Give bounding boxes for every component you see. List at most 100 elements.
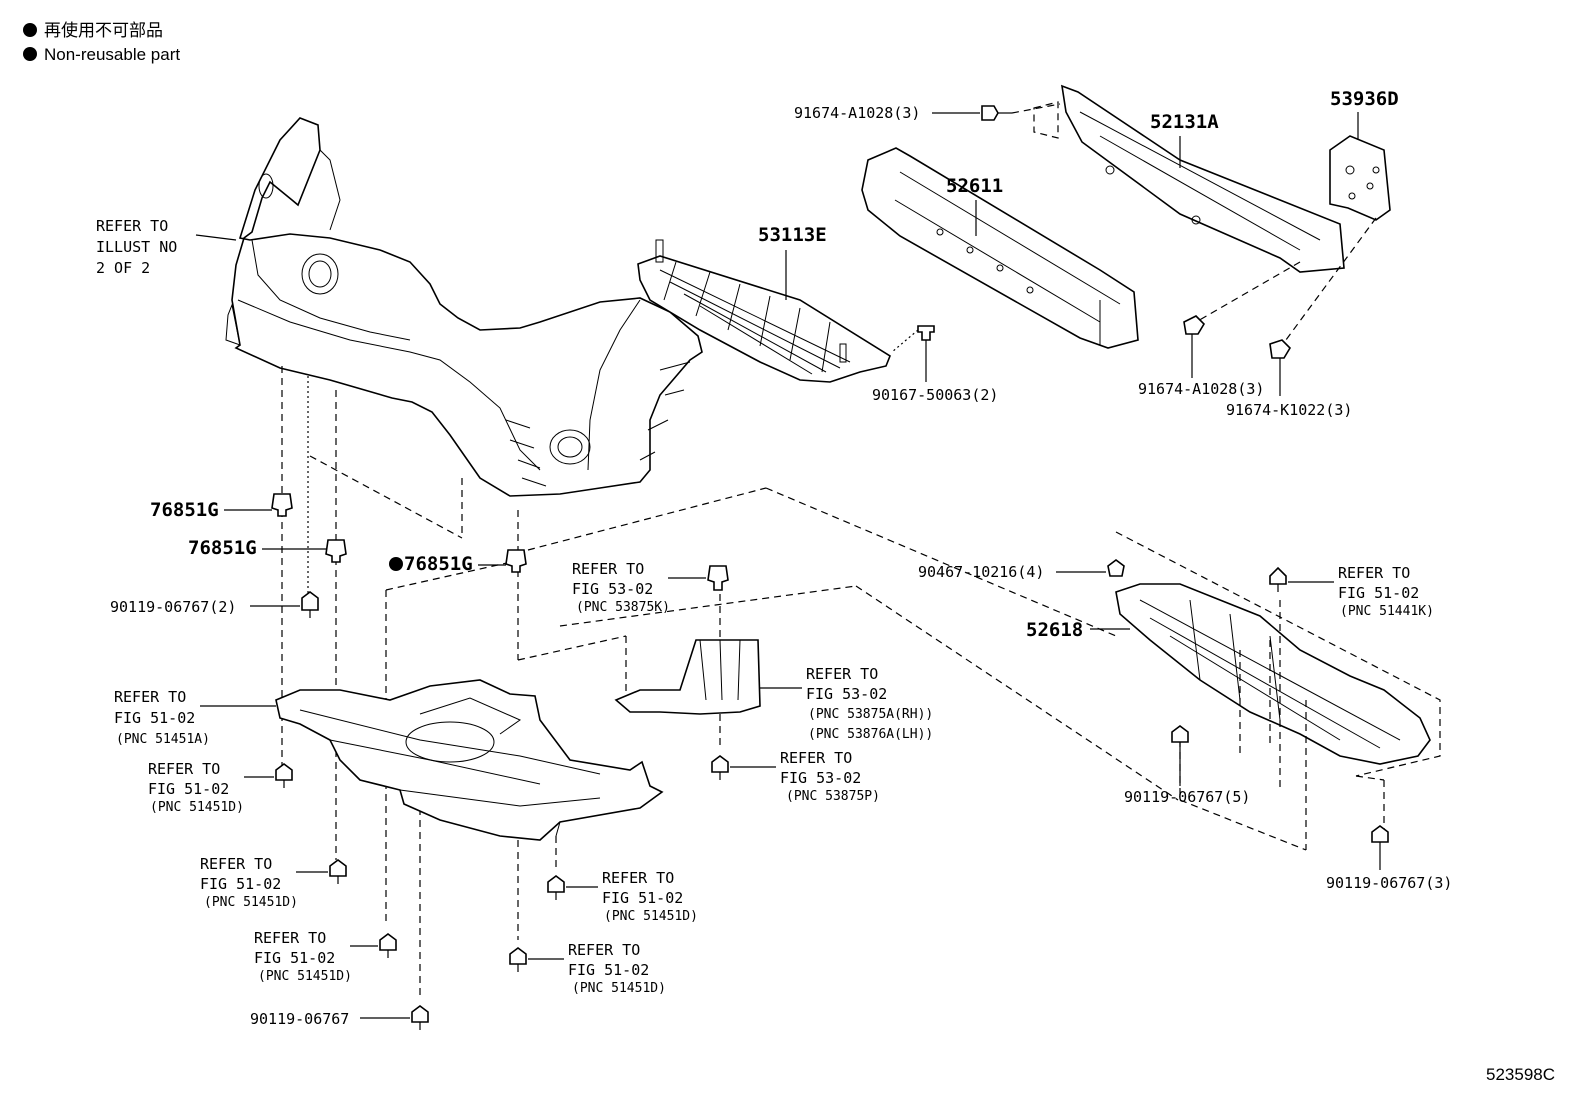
part-52611-shape[interactable] — [861, 147, 1139, 349]
svg-text:(PNC 53875K): (PNC 53875K) — [576, 600, 670, 615]
svg-text:90167-50063(2): 90167-50063(2) — [872, 386, 998, 404]
clip-90167-icon — [891, 325, 935, 353]
svg-text:90119-06767(3): 90119-06767(3) — [1326, 874, 1452, 892]
svg-text:REFER TO: REFER TO — [602, 869, 674, 887]
svg-text:(PNC 51451D): (PNC 51451D) — [258, 969, 352, 984]
svg-text:REFER TO: REFER TO — [148, 760, 220, 778]
ref-53875A: REFER TO FIG 53-02 (PNC 53875A(RH)) (PNC… — [760, 665, 933, 742]
svg-text:FIG 51-02: FIG 51-02 — [254, 949, 335, 967]
bolt-90119-5-icon — [1171, 725, 1189, 750]
svg-text:FIG 51-02: FIG 51-02 — [602, 889, 683, 907]
svg-text:90467-10216(4): 90467-10216(4) — [918, 563, 1044, 581]
svg-text:(PNC 51451D): (PNC 51451D) — [150, 800, 244, 815]
svg-text:FIG 53-02: FIG 53-02 — [572, 580, 653, 598]
ref-51451D-d: REFER TO FIG 51-02 (PNC 51451D) — [566, 869, 698, 924]
svg-text:76851G: 76851G — [150, 499, 219, 521]
ref-53875K: REFER TO FIG 53-02 (PNC 53875K) — [572, 560, 706, 615]
label-53113E: 53113E — [758, 224, 827, 300]
svg-text:(PNC 53876A(LH)): (PNC 53876A(LH)) — [808, 727, 933, 742]
svg-text:(PNC 51451A): (PNC 51451A) — [116, 732, 210, 747]
svg-text:(PNC 53875P): (PNC 53875P) — [786, 789, 880, 804]
label-90119-1: 90119-06767 — [250, 1010, 410, 1028]
clip-90467-icon — [1107, 559, 1125, 577]
part-53936D-shape[interactable] — [1329, 135, 1391, 221]
bolt-51451D-e-icon — [509, 947, 527, 972]
part-52131A-shape[interactable] — [1033, 84, 1345, 273]
bolt-51451D-d-icon — [547, 875, 565, 900]
svg-text:52131A: 52131A — [1150, 111, 1219, 133]
ref-51451A: REFER TO FIG 51-02 (PNC 51451A) — [114, 688, 276, 747]
svg-text:REFER TO: REFER TO — [114, 688, 186, 706]
svg-text:FIG 53-02: FIG 53-02 — [806, 685, 887, 703]
bolt-51451D-a-icon — [275, 763, 293, 788]
illustration-code: 523598C — [1486, 1065, 1555, 1084]
label-91674-mid: 91674-A1028(3) — [1138, 334, 1264, 398]
bolt-51451D-b-icon — [329, 859, 347, 884]
label-90467: 90467-10216(4) — [918, 563, 1106, 581]
bolt-90119-1-icon — [411, 1005, 429, 1030]
ref-51441K: REFER TO FIG 51-02 (PNC 51441K) — [1288, 564, 1434, 619]
svg-text:REFER TO: REFER TO — [568, 941, 640, 959]
svg-text:90119-06767(5): 90119-06767(5) — [1124, 788, 1250, 806]
svg-text:53113E: 53113E — [758, 224, 827, 246]
clip-76851G-a-icon — [271, 493, 293, 517]
legend-english: Non-reusable part — [44, 45, 180, 64]
front-bumper-cover[interactable] — [225, 117, 703, 497]
non-reusable-bullet-icon — [23, 23, 37, 37]
label-90167: 90167-50063(2) — [872, 340, 998, 404]
svg-text:REFER TO: REFER TO — [200, 855, 272, 873]
svg-text:FIG 51-02: FIG 51-02 — [148, 780, 229, 798]
ref-53875P: REFER TO FIG 53-02 (PNC 53875P) — [730, 749, 880, 804]
svg-text:91674-A1028(3): 91674-A1028(3) — [794, 104, 920, 122]
engine-under-cover-shape[interactable] — [275, 679, 664, 841]
svg-text:76851G: 76851G — [188, 537, 257, 559]
bolt-91674-top-icon — [981, 103, 1061, 121]
svg-text:FIG 51-02: FIG 51-02 — [114, 709, 195, 727]
label-91674-k: 91674-K1022(3) — [1226, 358, 1352, 419]
svg-text:(PNC 51451D): (PNC 51451D) — [604, 909, 698, 924]
bolt-90119-3-icon — [1371, 825, 1389, 850]
label-76851G-c: 76851G — [389, 553, 506, 575]
bolt-51451D-c-icon — [379, 933, 397, 958]
svg-text:76851G: 76851G — [404, 553, 473, 575]
label-76851G-b: 76851G — [188, 537, 326, 559]
fender-liner-shape[interactable] — [614, 639, 761, 715]
svg-text:90119-06767: 90119-06767 — [250, 1010, 349, 1028]
bolt-91674-mid-icon — [1183, 315, 1206, 335]
svg-text:(PNC 51451D): (PNC 51451D) — [204, 895, 298, 910]
part-53113E-shape[interactable] — [637, 239, 891, 383]
svg-text:FIG 51-02: FIG 51-02 — [568, 961, 649, 979]
guide-lines-right — [1179, 600, 1385, 851]
svg-text:FIG 51-02: FIG 51-02 — [1338, 584, 1419, 602]
svg-text:(PNC 53875A(RH)): (PNC 53875A(RH)) — [808, 707, 933, 722]
label-91674-top: 91674-A1028(3) — [794, 104, 980, 122]
refer-illust-label: REFER TO ILLUST NO 2 OF 2 — [96, 217, 237, 277]
svg-text:FIG 53-02: FIG 53-02 — [780, 769, 861, 787]
svg-text:REFER TO: REFER TO — [1338, 564, 1410, 582]
svg-text:REFER TO: REFER TO — [780, 749, 852, 767]
bolt-91674-k-icon — [1269, 339, 1292, 359]
svg-text:91674-K1022(3): 91674-K1022(3) — [1226, 401, 1352, 419]
legend: 再使用不可部品 Non-reusable part — [23, 20, 180, 64]
svg-text:REFER TO: REFER TO — [806, 665, 878, 683]
svg-text:(PNC 51451D): (PNC 51451D) — [572, 981, 666, 996]
svg-text:91674-A1028(3): 91674-A1028(3) — [1138, 380, 1264, 398]
ref-51451D-a: REFER TO FIG 51-02 (PNC 51451D) — [148, 760, 274, 815]
svg-text:53936D: 53936D — [1330, 88, 1399, 110]
bolt-51441K-icon — [1269, 566, 1287, 592]
svg-text:2 OF 2: 2 OF 2 — [96, 259, 150, 277]
legend-japanese: 再使用不可部品 — [44, 20, 163, 40]
part-52618-shape[interactable] — [1115, 531, 1441, 777]
svg-text:REFER TO: REFER TO — [572, 560, 644, 578]
label-53936D: 53936D — [1330, 88, 1399, 140]
svg-text:90119-06767(2): 90119-06767(2) — [110, 598, 236, 616]
clip-53875K-icon — [707, 565, 729, 591]
label-76851G-a: 76851G — [150, 499, 272, 521]
svg-text:FIG 51-02: FIG 51-02 — [200, 875, 281, 893]
svg-text:52618: 52618 — [1026, 619, 1083, 641]
svg-text:ILLUST NO: ILLUST NO — [96, 238, 177, 256]
label-52611: 52611 — [946, 175, 1003, 236]
ref-51451D-b: REFER TO FIG 51-02 (PNC 51451D) — [200, 855, 328, 910]
bolt-53875P-icon — [711, 755, 729, 780]
